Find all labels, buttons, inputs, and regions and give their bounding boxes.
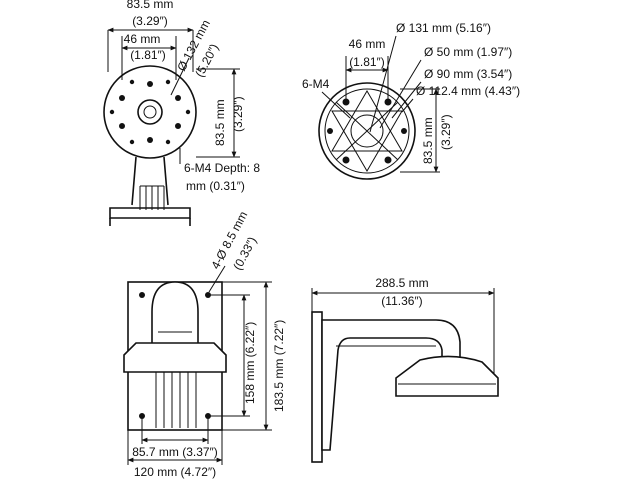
bl-width-inner-label: 85.7 mm (3.37″)	[132, 445, 218, 459]
tl-hole-spacing-label: 46 mm	[124, 32, 161, 46]
br-depth-label: 288.5 mm	[375, 276, 428, 290]
br-arm-profile	[321, 319, 461, 451]
tr-inner-ring	[324, 88, 410, 174]
tl-thread-label-line1: 6-M4 Depth: 8	[184, 161, 260, 175]
tr-d112-label: Ø 112.4 mm (4.43″)	[416, 84, 520, 98]
tl-base-plate	[109, 207, 191, 219]
tr-triangle-down	[331, 110, 403, 172]
tl-overall-width-label: 83.5 mm	[127, 0, 174, 11]
tr-hole-spacing-inch-label: (1.81″)	[349, 55, 385, 69]
tr-center-circle	[350, 114, 384, 148]
bl-height-inner-label: 158 mm (6.22″)	[243, 322, 257, 404]
tr-cross-lines	[335, 101, 399, 161]
tr-d50-label: Ø 50 mm (1.97″)	[424, 45, 512, 59]
bl-holes-leader	[208, 265, 226, 293]
tr-thread-label: 6-M4	[302, 77, 330, 91]
tl-center-bore-inner	[143, 105, 157, 119]
tl-center-bore	[137, 99, 163, 125]
tr-diameter-leaders	[369, 35, 422, 133]
bl-arm	[151, 281, 199, 346]
br-depth-inch-label: (11.36″)	[381, 294, 422, 308]
tr-height-inch-label: (3.29″)	[439, 114, 453, 150]
tr-triangle-up	[331, 90, 403, 152]
top-right-view: 46 mm (1.81″) 6-M4 Ø 131 mm (5.16″) Ø 50…	[302, 21, 520, 180]
bl-ribs	[155, 372, 197, 428]
tl-stem	[131, 156, 169, 206]
top-left-view: 83.5 mm (3.29″) 46 mm (1.81″) Ø 132 mm (…	[103, 0, 260, 226]
tr-hole-spacing-label: 46 mm	[349, 37, 386, 51]
tl-height-inch-label: (3.29″)	[231, 96, 245, 132]
bl-height-outer-label: 183.5 mm (7.22″)	[272, 320, 286, 412]
tr-mount-holes	[327, 98, 407, 164]
br-wall-plate	[311, 311, 323, 463]
tr-d131-label: Ø 131 mm (5.16″)	[396, 21, 491, 35]
bottom-left-view: 4-Ø 8.5 mm (0.33″) 158 mm (6.22″) 183.5 …	[123, 209, 286, 479]
tl-stem-ribs	[139, 185, 165, 210]
tl-overall-width-inch-label: (3.29″)	[132, 14, 168, 28]
bl-width-outer-label: 120 mm (4.72″)	[134, 465, 216, 479]
tr-outer-ring	[318, 82, 416, 180]
tl-height-label: 83.5 mm	[213, 99, 227, 146]
br-dome-housing	[395, 355, 499, 397]
tl-thread-label-line2: mm (0.31″)	[186, 179, 245, 193]
tr-thread-leader	[321, 91, 351, 119]
tl-mount-holes	[109, 79, 191, 145]
tr-d90-label: Ø 90 mm (3.54″)	[424, 67, 512, 81]
tl-mount-plate	[103, 65, 197, 159]
bottom-right-view: 288.5 mm (11.36″)	[311, 276, 499, 463]
bl-dome-housing	[123, 342, 227, 373]
tr-height-label: 83.5 mm	[421, 117, 435, 164]
tl-hole-spacing-inch-label: (1.81″)	[130, 48, 166, 62]
